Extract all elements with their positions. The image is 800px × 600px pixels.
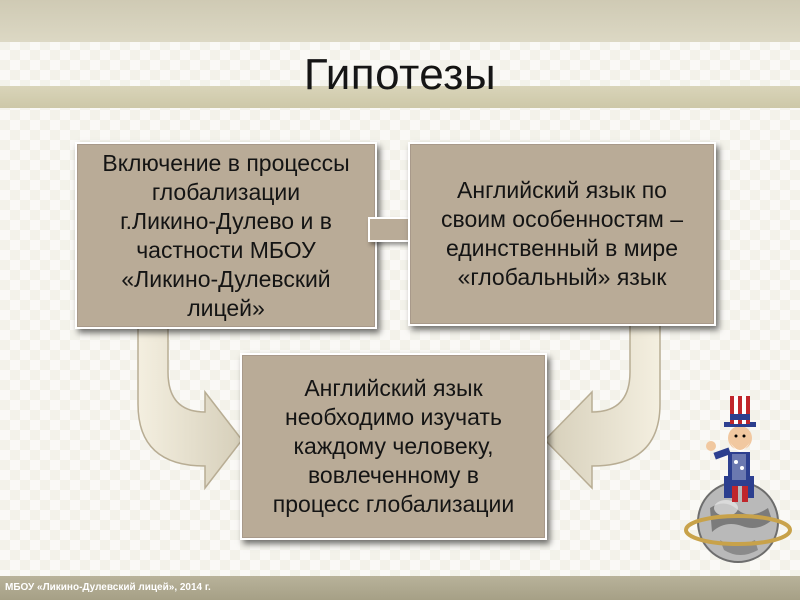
title-decorative-band bbox=[0, 86, 800, 108]
conclusion-box: Английский язык необходимо изучать каждо… bbox=[240, 353, 547, 540]
top-decorative-band bbox=[0, 0, 800, 42]
arrow-right-to-bottom bbox=[543, 323, 661, 490]
box-bottom-text: Английский язык необходимо изучать каждо… bbox=[272, 375, 515, 517]
box-right-text: Английский язык по своим особенностям – … bbox=[440, 177, 684, 290]
box-left-text: Включение в процессы глобализации г.Лики… bbox=[102, 149, 350, 321]
arrow-left-to-bottom bbox=[137, 325, 243, 491]
footer-bar bbox=[0, 576, 800, 600]
hypothesis-box-globalization: Включение в процессы глобализации г.Лики… bbox=[75, 142, 377, 329]
slide-title: Гипотезы bbox=[303, 50, 497, 99]
uncle-sam-globe-icon bbox=[684, 396, 792, 563]
hypothesis-box-english-global: Английский язык по своим особенностям – … bbox=[408, 142, 716, 326]
footer-text: МБОУ «Ликино-Дулевский лицей», 2014 г. bbox=[5, 582, 211, 593]
